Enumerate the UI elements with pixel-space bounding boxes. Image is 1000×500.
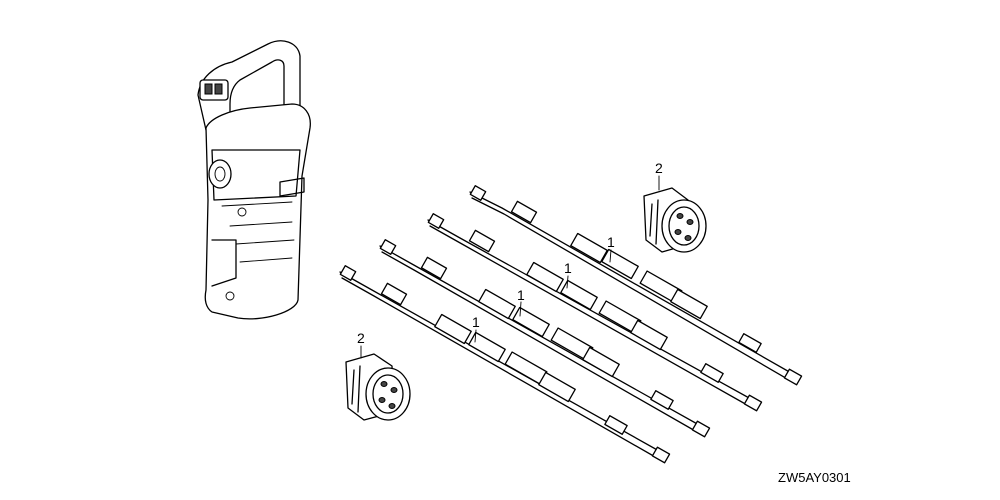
remote-control-box — [197, 40, 311, 320]
callout-1-d: 1 — [472, 314, 480, 330]
control-cable-4 — [339, 265, 671, 464]
callout-2-bottom: 2 — [357, 330, 365, 346]
control-cable-2 — [427, 213, 763, 412]
diagram-code: ZW5AY0301 — [778, 470, 851, 485]
control-cables — [339, 185, 803, 464]
callout-1-c: 1 — [517, 287, 525, 303]
grommet-bottom — [345, 353, 411, 421]
callout-leaders — [360, 175, 660, 359]
control-cable-1 — [469, 185, 803, 386]
callout-2-top: 2 — [655, 160, 663, 176]
control-cable-3 — [379, 239, 711, 438]
grommet-top — [643, 187, 707, 253]
callout-1-a: 1 — [607, 234, 615, 250]
callout-1-b: 1 — [564, 260, 572, 276]
